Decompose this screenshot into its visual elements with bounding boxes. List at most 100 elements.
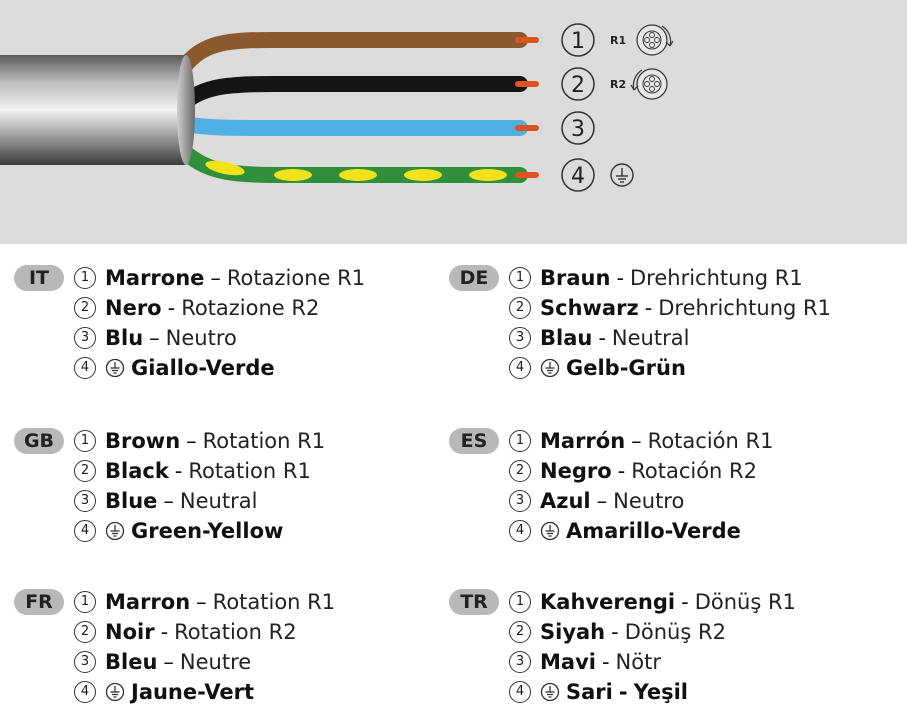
ground-icon bbox=[540, 358, 560, 378]
separator: - bbox=[167, 296, 176, 320]
wire-color-name: Nero bbox=[105, 296, 162, 320]
wire-color-name: Blu bbox=[105, 326, 144, 350]
wire-number: 3 bbox=[74, 651, 96, 673]
legend-row: 3 Bleu–Neutre bbox=[74, 647, 251, 677]
blue-wire bbox=[174, 116, 528, 136]
wire-color-name: Mavi bbox=[540, 650, 596, 674]
ground-icon bbox=[610, 163, 634, 187]
wire-function: Rotazione R2 bbox=[181, 296, 320, 320]
wire-function: Neutral bbox=[179, 489, 258, 513]
legend-row: 4 Gelb-Grün bbox=[509, 353, 686, 383]
wire-color-name: Siyah bbox=[540, 620, 606, 644]
separator: - bbox=[601, 650, 610, 674]
wire-function: Rotazione R1 bbox=[226, 266, 366, 290]
language-badge: TR bbox=[449, 589, 499, 615]
separator: - bbox=[616, 266, 625, 290]
cable-jacket-end bbox=[177, 55, 195, 165]
wire-color-name: Marrone bbox=[105, 266, 205, 290]
rotor-icon-r1 bbox=[636, 24, 674, 56]
ground-icon bbox=[540, 521, 560, 541]
ground-icon bbox=[540, 682, 560, 702]
terminal-number: 3 bbox=[571, 117, 585, 142]
wire-number: 3 bbox=[509, 651, 531, 673]
wire-number: 2 bbox=[74, 297, 96, 319]
legend-row: 4 Amarillo-Verde bbox=[509, 516, 741, 546]
wire-function: Rotación R1 bbox=[647, 429, 774, 453]
wire-color-name: Bleu bbox=[105, 650, 158, 674]
language-badge: DE bbox=[449, 265, 499, 291]
yellow-stripes bbox=[205, 160, 507, 181]
separator: – bbox=[196, 590, 207, 614]
wire-color-name: Negro bbox=[540, 459, 612, 483]
rotor-icon-r2 bbox=[630, 68, 668, 100]
wire-number: 4 bbox=[509, 357, 531, 379]
wire-color-name: Schwarz bbox=[540, 296, 639, 320]
legend-row: 4 Jaune-Vert bbox=[74, 677, 254, 707]
separator: - bbox=[617, 459, 626, 483]
wire-number: 4 bbox=[74, 357, 96, 379]
wire-color-name: Sari bbox=[566, 680, 613, 704]
separator: - bbox=[618, 680, 628, 704]
language-badge: IT bbox=[14, 265, 64, 291]
rotor-label: R1 bbox=[610, 34, 626, 47]
wire-number: 3 bbox=[509, 490, 531, 512]
wire-function: Neutre bbox=[179, 650, 252, 674]
separator: – bbox=[163, 650, 174, 674]
wire-color-name: Green-Yellow bbox=[131, 519, 284, 543]
wire-number: 4 bbox=[74, 681, 96, 703]
legend-row: 2 Nero-Rotazione R2 bbox=[74, 293, 319, 323]
copper-tips bbox=[515, 37, 539, 178]
wire-color-name: Marron bbox=[105, 590, 191, 614]
separator: – bbox=[631, 429, 642, 453]
legend-row: 3 Blue–Neutral bbox=[74, 486, 257, 516]
terminal-number: 1 bbox=[571, 29, 585, 54]
ground-icon bbox=[105, 521, 125, 541]
wire-color-name: Blue bbox=[105, 489, 158, 513]
wire-function: Rotation R1 bbox=[188, 459, 311, 483]
wire-function: Rotation R1 bbox=[212, 590, 336, 614]
separator: – bbox=[596, 489, 608, 513]
separator: - bbox=[598, 326, 606, 350]
ground-icon bbox=[105, 358, 125, 378]
wire-number: 3 bbox=[74, 490, 96, 512]
ground-icon bbox=[105, 682, 125, 702]
wire-function: Rotación R2 bbox=[631, 459, 757, 483]
separator: - bbox=[160, 620, 169, 644]
terminal-number: 2 bbox=[571, 73, 585, 98]
wire-color-name: Amarillo-Verde bbox=[566, 519, 741, 543]
language-badge: ES bbox=[449, 428, 499, 454]
wire-number: 4 bbox=[509, 520, 531, 542]
wire-number: 1 bbox=[509, 591, 531, 613]
wire-function: Drehrichtung R1 bbox=[658, 296, 831, 320]
wire-color-name: Jaune-Vert bbox=[131, 680, 255, 704]
language-badge: FR bbox=[14, 589, 64, 615]
wire-color-name: Azul bbox=[540, 489, 591, 513]
wire-color-name: Gelb-Grün bbox=[566, 356, 686, 380]
wire-number: 4 bbox=[74, 520, 96, 542]
wire-function: Neutral bbox=[611, 326, 690, 350]
wire-number: 2 bbox=[74, 621, 96, 643]
wire-number: 2 bbox=[509, 297, 531, 319]
wire-number: 1 bbox=[74, 591, 96, 613]
separator: – bbox=[163, 489, 174, 513]
cable-jacket bbox=[0, 55, 186, 165]
wire-color-name: Kahverengi bbox=[540, 590, 676, 614]
wire-function: Neutro bbox=[165, 326, 237, 350]
separator: – bbox=[149, 326, 160, 350]
terminal-number: 4 bbox=[571, 164, 585, 189]
separator: – bbox=[186, 429, 197, 453]
